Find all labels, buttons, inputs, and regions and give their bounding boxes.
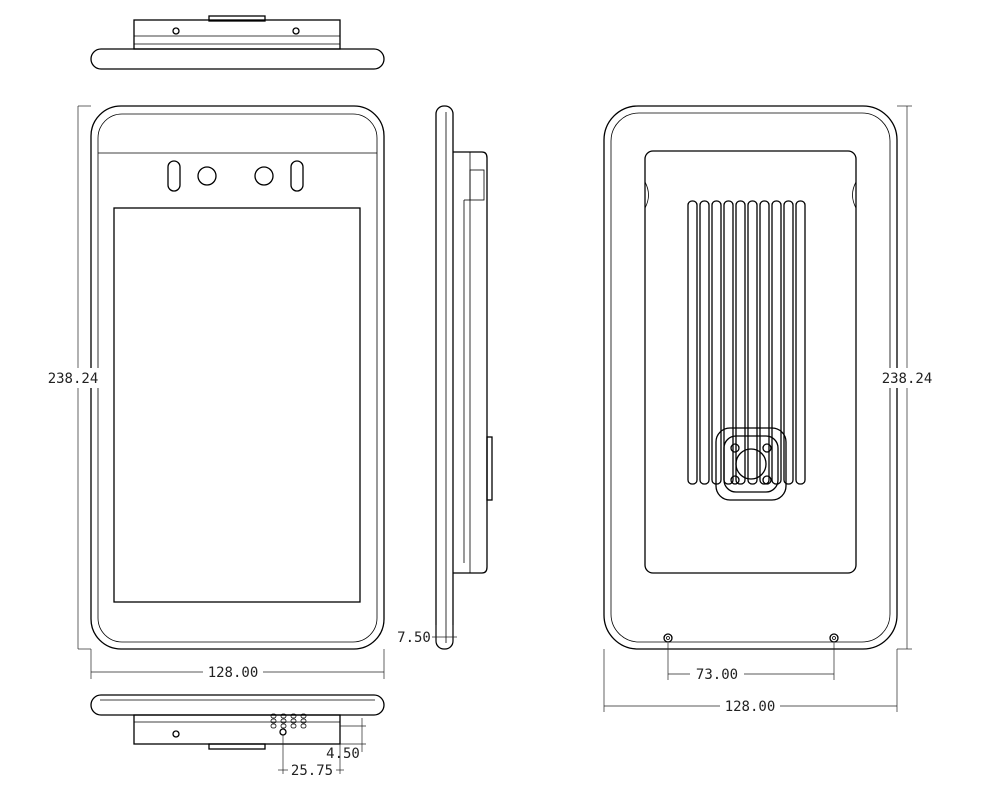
camera-lens-icon: [254, 166, 274, 186]
heat-sink-fins: [687, 200, 806, 485]
top-view-screw-hole: [292, 27, 300, 35]
top-view-bump: [208, 15, 266, 22]
front-view: [90, 105, 385, 650]
mount-screw-icon: [762, 443, 772, 453]
back-hole-spacing-label: 73.00: [696, 667, 738, 683]
bottom-view-bump: [208, 743, 266, 750]
bottom-offset-dimension: 25.75: [278, 735, 344, 779]
top-view-body: [133, 19, 341, 50]
side-body: [453, 151, 488, 574]
mount-screw-icon: [762, 475, 772, 485]
bottom-view-vent-slots: [270, 713, 307, 729]
front-sensor-slot: [167, 160, 181, 192]
back-screw-hole: [663, 633, 673, 643]
front-height-dimension: 238.24: [40, 105, 106, 650]
side-view: [435, 105, 493, 650]
bottom-view-frame: [90, 694, 385, 716]
front-width-dimension: 128.00: [90, 649, 385, 681]
top-view-screw-hole: [172, 27, 180, 35]
bottom-view-screw-hole: [279, 728, 287, 736]
top-view-frame: [90, 48, 385, 70]
front-height-label: 238.24: [48, 371, 99, 387]
back-width-dimension: 128.00: [603, 649, 898, 715]
bottom-view-screw-hole: [172, 730, 180, 738]
side-port: [486, 436, 493, 501]
mount-center-icon: [735, 448, 767, 480]
front-sensor-slot: [290, 160, 304, 192]
back-height-dimension: 238.24: [874, 105, 940, 650]
back-screw-hole: [829, 633, 839, 643]
mounting-boss: [715, 427, 787, 501]
front-width-label: 128.00: [208, 665, 259, 681]
front-outer-frame: [90, 105, 385, 650]
bottom-view-body: [133, 714, 341, 745]
side-frame: [435, 105, 454, 650]
display-screen: [113, 207, 361, 603]
top-view: [90, 15, 385, 70]
mount-screw-icon: [730, 475, 740, 485]
back-width-label: 128.00: [725, 699, 776, 715]
bottom-depth-dimension: 4.50: [326, 718, 366, 762]
back-height-label: 238.24: [882, 371, 933, 387]
bottom-view: [90, 694, 385, 750]
back-view: [603, 105, 898, 650]
back-outer-frame: [603, 105, 898, 650]
back-hole-spacing-dimension: 73.00: [667, 643, 835, 683]
mount-screw-icon: [730, 443, 740, 453]
camera-lens-icon: [197, 166, 217, 186]
side-thickness-dimension: 7.50: [397, 625, 457, 646]
side-thickness-label: 7.50: [397, 630, 431, 646]
bottom-offset-label: 25.75: [291, 763, 333, 779]
bottom-depth-label: 4.50: [326, 746, 360, 762]
back-panel: [644, 150, 857, 574]
